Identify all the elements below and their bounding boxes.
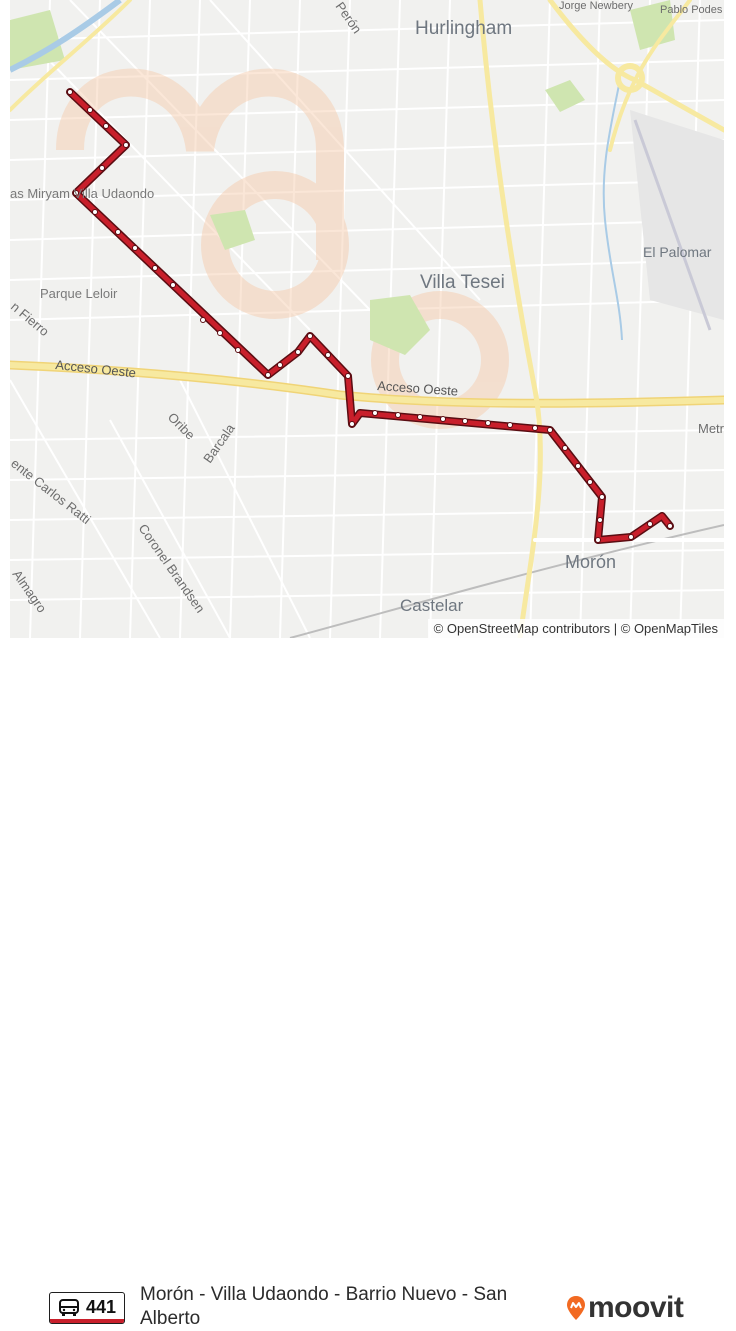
bus-icon	[58, 1299, 79, 1316]
park-villa-tesei	[370, 295, 430, 355]
bus-stop[interactable]	[345, 373, 351, 379]
route-badge[interactable]: 441	[49, 1292, 125, 1324]
bus-stop[interactable]	[87, 107, 93, 113]
label-villa-tesei: Villa Tesei	[420, 272, 505, 293]
label-jorge-newbery: Jorge Newbery	[559, 0, 633, 12]
bus-stop[interactable]	[595, 537, 601, 543]
bus-stop[interactable]	[170, 282, 176, 288]
bus-stop[interactable]	[372, 410, 378, 416]
moovit-wordmark: moovit	[588, 1291, 684, 1324]
bus-stop[interactable]	[132, 245, 138, 251]
el-palomar-airfield	[630, 110, 724, 320]
bus-stop[interactable]	[485, 420, 491, 426]
airfield-runway	[633, 119, 712, 331]
bus-stop[interactable]	[417, 414, 423, 420]
street-grid	[10, 0, 724, 638]
bus-stop[interactable]	[597, 517, 603, 523]
park-hurlingham	[545, 80, 585, 112]
label-hurlingham: Hurlingham	[415, 18, 512, 39]
bus-stop[interactable]	[575, 463, 581, 469]
label-el-palomar: El Palomar	[643, 244, 712, 260]
arroyo-moron	[602, 79, 623, 341]
acceso-oeste	[10, 362, 724, 407]
bus-stop[interactable]	[235, 347, 241, 353]
bus-stop[interactable]	[307, 333, 313, 339]
bus-stop[interactable]	[532, 425, 538, 431]
route-name: Morón - Villa Udaondo - Barrio Nuevo - S…	[140, 1284, 508, 1329]
bus-stop[interactable]	[667, 523, 673, 529]
label-castelar: Castelar	[400, 596, 464, 615]
label-villa-udaondo: as Miryam Villa Udaondo	[10, 186, 154, 201]
park-udaondo	[210, 210, 255, 250]
bus-stop[interactable]	[277, 362, 283, 368]
roundabout	[615, 63, 645, 93]
label-metro: Metr	[698, 421, 724, 436]
label-parque-leloir: Parque Leloir	[40, 286, 118, 301]
bus-stop[interactable]	[507, 422, 513, 428]
bus-stops[interactable]	[67, 89, 673, 543]
bus-stop[interactable]	[295, 349, 301, 355]
route-footer: 441 Morón - Villa Udaondo - Barrio Nuevo…	[0, 638, 736, 1329]
bus-stop[interactable]	[99, 165, 105, 171]
bus-stop[interactable]	[547, 427, 553, 433]
bus-stop[interactable]	[217, 330, 223, 336]
bus-stop[interactable]	[73, 190, 79, 196]
bus-stop[interactable]	[462, 418, 468, 424]
label-acceso-oeste-2: Acceso Oeste	[377, 378, 459, 399]
bus-stop[interactable]	[562, 445, 568, 451]
route-map[interactable]: Hurlingham Villa Tesei Morón Castelar El…	[10, 0, 724, 638]
bus-stop[interactable]	[115, 229, 121, 235]
bus-stop[interactable]	[92, 209, 98, 215]
highways	[10, 0, 724, 638]
bus-stop[interactable]	[265, 372, 271, 378]
bus-stop[interactable]	[395, 412, 401, 418]
map-attribution[interactable]: © OpenStreetMap contributors | © OpenMap…	[427, 619, 724, 638]
bus-stop[interactable]	[123, 142, 129, 148]
map-canvas[interactable]: Hurlingham Villa Tesei Morón Castelar El…	[10, 0, 724, 638]
river-reconquista	[10, 0, 122, 73]
bus-stop[interactable]	[325, 352, 331, 358]
bus-stop[interactable]	[67, 89, 73, 95]
bus-stop[interactable]	[103, 123, 109, 129]
avenida-marquez	[608, 0, 692, 152]
camino-del-buen-ayre	[547, 0, 724, 133]
waterways	[10, 0, 623, 341]
bus-stop[interactable]	[440, 416, 446, 422]
label-moron: Morón	[565, 552, 616, 572]
bus-stop[interactable]	[349, 421, 355, 427]
route-number: 441	[85, 1296, 117, 1317]
park-northwest	[10, 10, 65, 70]
camino-northwest	[10, 0, 132, 112]
route-color-bar	[50, 1319, 124, 1323]
avenida-vergara	[477, 0, 543, 638]
bus-stop[interactable]	[152, 265, 158, 271]
bus-stop[interactable]	[599, 494, 605, 500]
bus-stop[interactable]	[628, 534, 634, 540]
moovit-watermark	[56, 68, 509, 429]
bus-stop[interactable]	[587, 479, 593, 485]
bus-stop[interactable]	[200, 317, 206, 323]
moovit-logo[interactable]: moovit	[566, 1288, 684, 1328]
map-background	[10, 0, 724, 638]
label-pablo-podes: Pablo Podes	[660, 4, 723, 16]
bus-stop[interactable]	[647, 521, 653, 527]
moovit-pin-icon	[567, 1296, 585, 1320]
